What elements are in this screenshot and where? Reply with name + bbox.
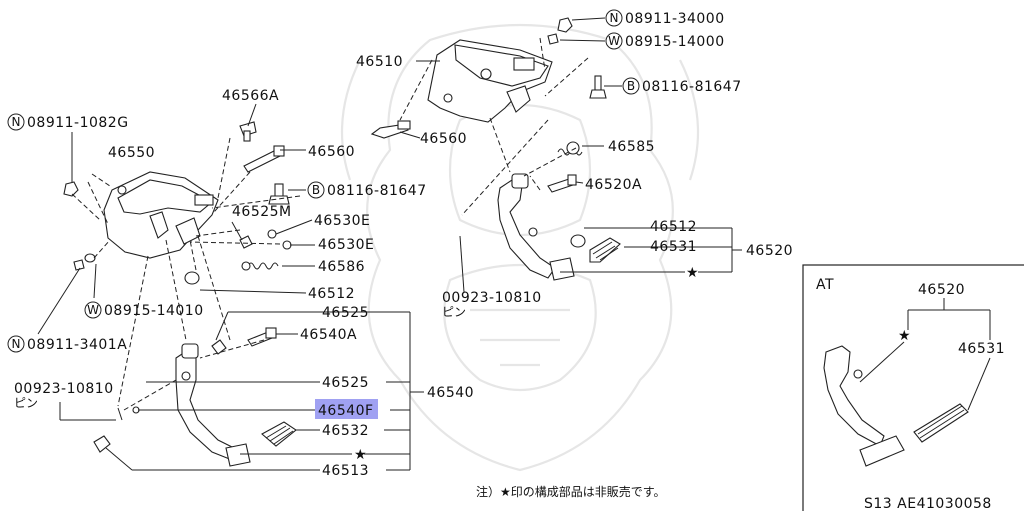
label-at-46520[interactable]: 46520: [918, 282, 965, 298]
pedal-46520: [497, 173, 575, 281]
label-08911-34000[interactable]: 08911-34000: [625, 11, 725, 27]
label-46525-mid[interactable]: 46525: [322, 375, 369, 391]
label-at-46531[interactable]: 46531: [958, 341, 1005, 357]
footer-code: S13 AE41030058: [864, 496, 992, 511]
label-at: AT: [816, 277, 834, 293]
bolt-08116-81647-left: [268, 183, 290, 205]
label-08116-81647-left[interactable]: 08116-81647: [327, 183, 427, 199]
prefix-w-text-2: W: [87, 303, 99, 317]
label-46525-top[interactable]: 46525: [322, 305, 369, 321]
bolt-46560-left: [243, 145, 285, 173]
circled-prefix-n-1082G: N: [7, 113, 25, 131]
bracket-46550: [103, 171, 219, 259]
star-mark-right: ★: [686, 265, 699, 281]
star-mark-at: ★: [898, 328, 911, 344]
label-46530E-2[interactable]: 46530E: [318, 237, 374, 253]
at-pedal-46520: [823, 345, 905, 467]
prefix-n-text-1: N: [610, 11, 619, 25]
bolt-46520A: [547, 174, 577, 193]
label-46510[interactable]: 46510: [356, 54, 403, 70]
spring-46586: [241, 261, 279, 271]
circled-prefix-n-34000: N: [605, 9, 623, 27]
prefix-n-text-3: N: [12, 337, 21, 351]
clip-46525: [211, 339, 227, 355]
pedal-46540: [175, 343, 251, 467]
label-46540A[interactable]: 46540A: [300, 327, 357, 343]
label-46520A[interactable]: 46520A: [585, 177, 642, 193]
prefix-b-text-1: B: [627, 79, 635, 93]
label-46512-right[interactable]: 46512: [650, 219, 697, 235]
bushing-46530E: [267, 229, 292, 250]
pedal-pad-46531-right: [589, 237, 621, 263]
stopper-46513: [93, 435, 111, 453]
bolt-08116-81647: [589, 75, 607, 99]
at-inset-box: [802, 264, 1024, 511]
label-46532[interactable]: 46532: [322, 423, 369, 439]
nut-08911-34000: [547, 17, 573, 45]
label-46530E-1[interactable]: 46530E: [314, 213, 370, 229]
stopper-46512-right: [570, 234, 586, 248]
label-46585[interactable]: 46585: [608, 139, 655, 155]
label-46566A[interactable]: 46566A: [222, 88, 279, 104]
leader-lines: [37, 17, 991, 471]
pad-46532: [261, 421, 297, 447]
label-pin-right: ピン: [442, 305, 466, 319]
label-46520[interactable]: 46520: [746, 243, 793, 259]
star-mark-left: ★: [354, 447, 367, 463]
label-00923-10810-right[interactable]: 00923-10810: [442, 290, 542, 306]
label-00923-10810-left[interactable]: 00923-10810: [14, 381, 114, 397]
circled-prefix-b-81647-left: B: [307, 181, 325, 199]
circled-prefix-b-81647-top: B: [622, 77, 640, 95]
clip-46525M: [239, 235, 253, 249]
label-46540F[interactable]: 46540F: [318, 403, 374, 419]
prefix-n-text-2: N: [12, 115, 21, 129]
label-46531-right[interactable]: 46531: [650, 239, 697, 255]
spring-46585: [557, 141, 583, 156]
footnote: 注）★印の構成部品は非販売です。: [476, 484, 666, 499]
label-08911-3401A[interactable]: 08911-3401A: [27, 337, 127, 353]
circled-prefix-w-14010: W: [84, 301, 102, 319]
label-46513[interactable]: 46513: [322, 463, 369, 479]
circled-prefix-n-3401A: N: [7, 335, 25, 353]
prefix-w-text-1: W: [608, 34, 620, 48]
label-46586[interactable]: 46586: [318, 259, 365, 275]
pin-00923-10810-left: [117, 406, 140, 421]
nut-08911-1082G: [63, 181, 79, 197]
label-46550[interactable]: 46550: [108, 145, 155, 161]
label-46560-top[interactable]: 46560: [420, 131, 467, 147]
label-08915-14000[interactable]: 08915-14000: [625, 34, 725, 50]
label-46560-left[interactable]: 46560: [308, 144, 355, 160]
circled-prefix-w-14000: W: [605, 32, 623, 50]
at-pad-46531: [913, 403, 969, 443]
dashed-lines: [71, 37, 589, 411]
label-46525M[interactable]: 46525M: [232, 204, 292, 220]
label-08915-14010[interactable]: 08915-14010: [104, 303, 204, 319]
bolt-46560-top: [370, 120, 411, 139]
label-08116-81647-top[interactable]: 08116-81647: [642, 79, 742, 95]
stopper-46512-left: [184, 271, 200, 285]
label-46512-left[interactable]: 46512: [308, 286, 355, 302]
label-08911-1082G[interactable]: 08911-1082G: [27, 115, 129, 131]
prefix-b-text-2: B: [312, 183, 320, 197]
highlight-46540F: [315, 399, 378, 419]
washer-08915-14010: [73, 253, 96, 271]
label-pin-left: ピン: [14, 396, 38, 410]
bracket-46510: [427, 39, 553, 123]
label-46540[interactable]: 46540: [427, 385, 474, 401]
